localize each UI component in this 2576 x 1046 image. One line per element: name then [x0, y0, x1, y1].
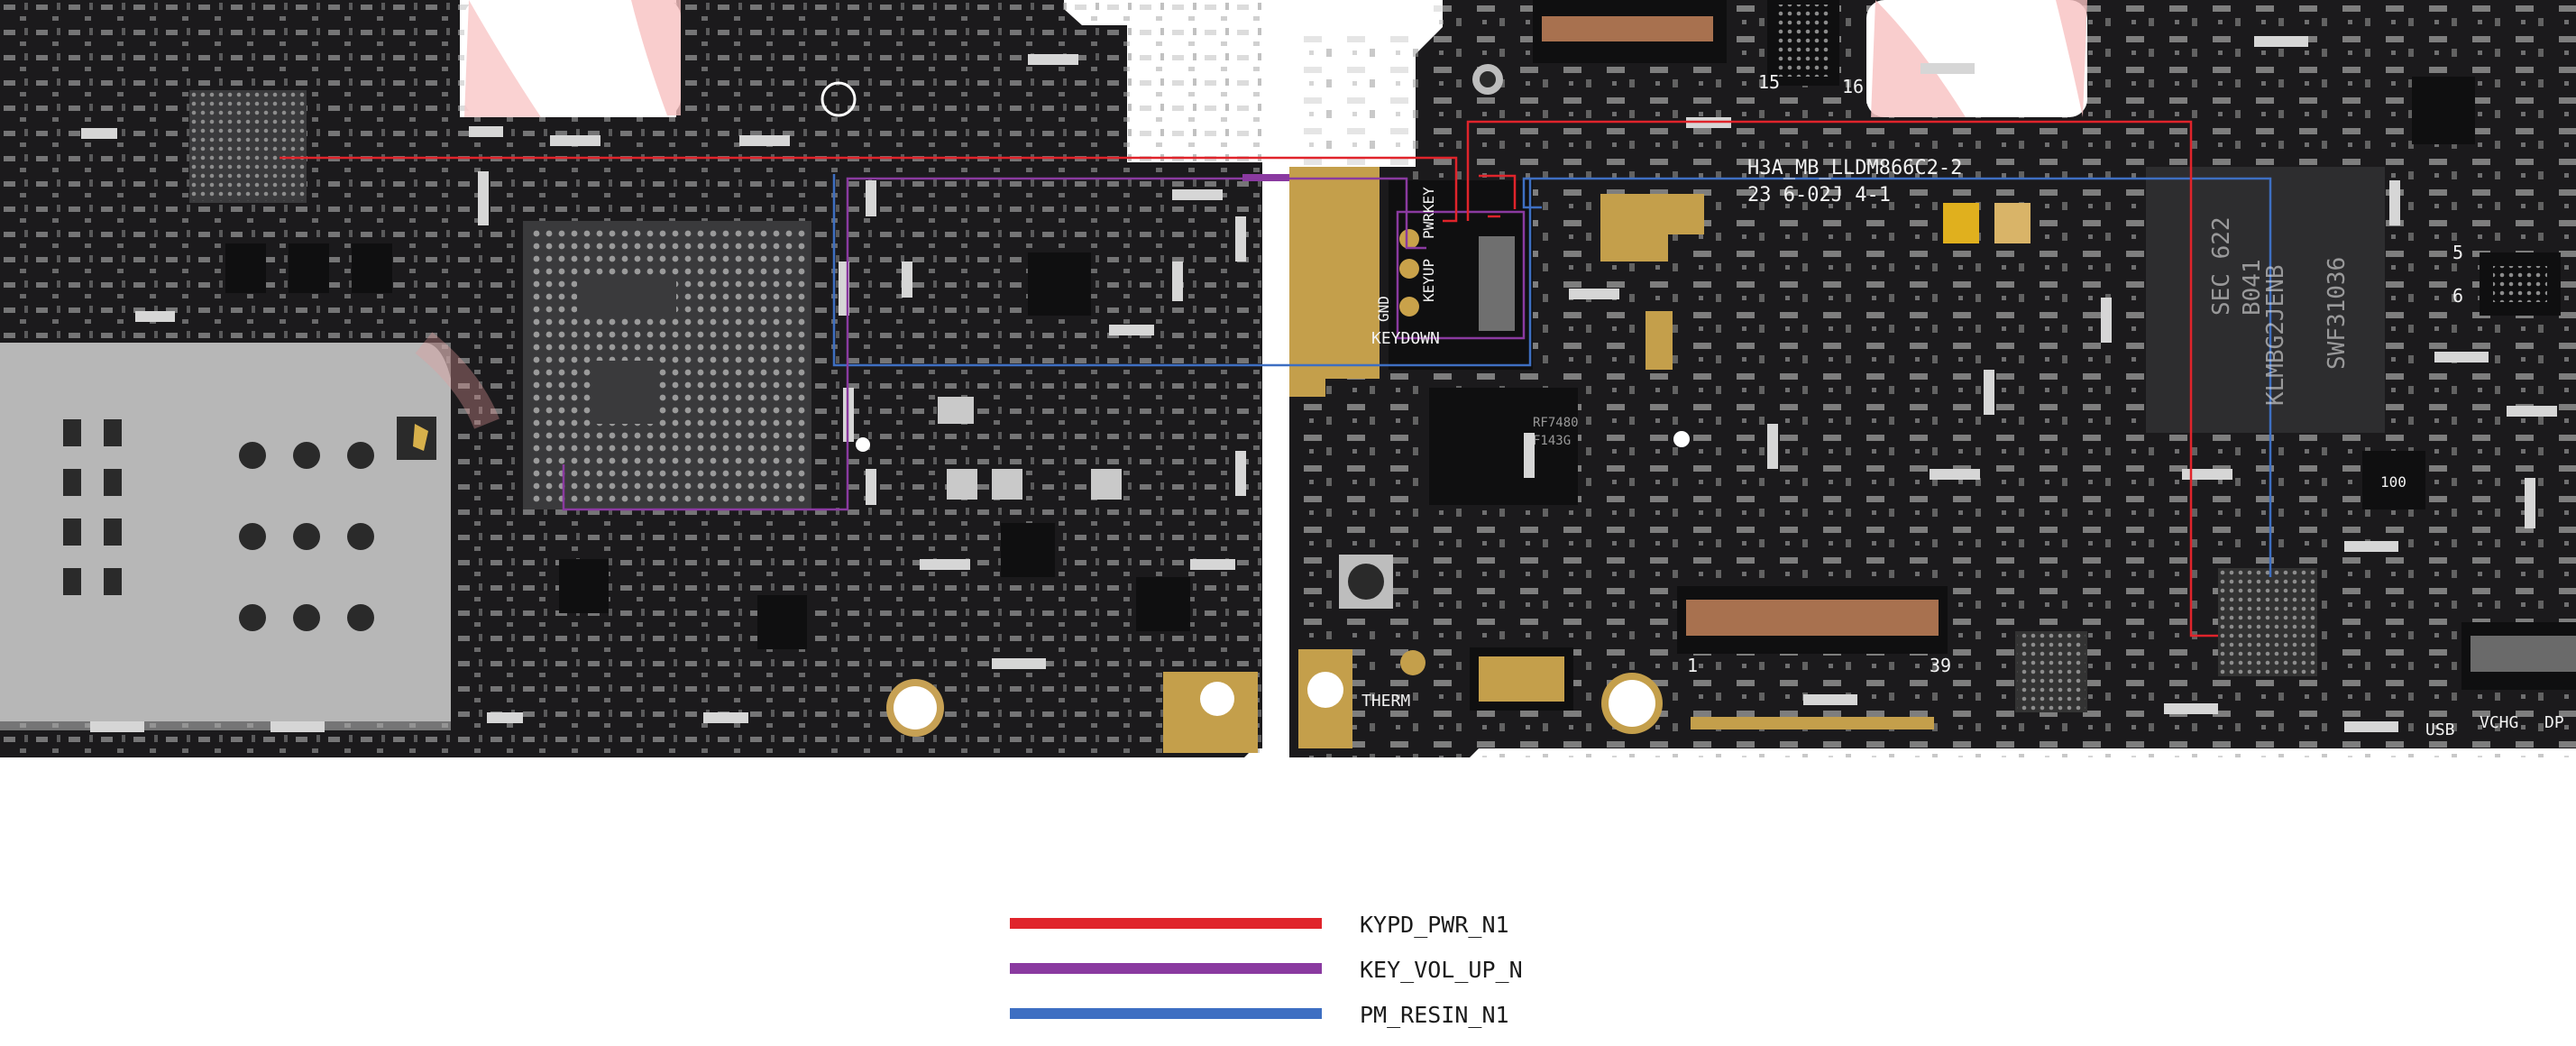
board-date-marking: 23 6-02J 4-1: [1747, 184, 1891, 206]
legend-item: KYPD_PWR_N1: [1010, 912, 1509, 938]
legend-label: KEY_VOL_UP_N: [1360, 957, 1523, 983]
pad-keydown-label: KEYDOWN: [1371, 329, 1440, 348]
therm-label: THERM: [1361, 692, 1410, 711]
board-model-marking: H3A_MB_LLDM866C2-2: [1747, 157, 1962, 179]
emmc-marking-2: SEC 622: [2208, 216, 2235, 316]
sim-tray: [0, 343, 451, 730]
pin-16-label: 16: [1842, 76, 1864, 97]
dp-label: DP: [2544, 713, 2564, 732]
vchg-label: VCHG: [2480, 713, 2518, 732]
rf-chip-marking-2: F143G: [1533, 434, 1571, 448]
emmc-marking-1: KLMBG2JENB: [2262, 264, 2289, 406]
rf-chip-marking-1: RF7480: [1533, 416, 1579, 430]
legend-item: PM_RESIN_N1: [1010, 1002, 1509, 1028]
pin-1-label: 1: [1687, 655, 1698, 676]
emmc-marking-4: SWF31036: [2324, 257, 2351, 370]
pcb-right: [1289, 0, 2576, 757]
emmc-marking-3: B041: [2239, 259, 2266, 316]
legend-swatch: [1010, 918, 1322, 929]
pad-keyup-label: KEYUP: [1420, 259, 1437, 302]
legend: KYPD_PWR_N1 KEY_VOL_UP_N PM_RESIN_N1: [1010, 912, 1523, 1028]
trace-kypd-pwr: [280, 120, 2218, 638]
board-markings: H3A_MB_LLDM866C2-2 23 6-02J 4-1 15 16 1 …: [1361, 71, 2564, 739]
pcb-left: [0, 0, 1262, 757]
inductor-marking: 100: [2380, 473, 2406, 491]
trace-pm-resin: [832, 174, 2272, 577]
legend-label: PM_RESIN_N1: [1360, 1002, 1509, 1028]
pin-6-label: 6: [2452, 285, 2463, 307]
pad-gnd-label: GND: [1375, 296, 1392, 322]
legend-label: KYPD_PWR_N1: [1360, 912, 1509, 938]
usb-label: USB: [2425, 720, 2455, 739]
pad-pwrkey-label: PWRKEY: [1420, 187, 1437, 239]
pin-5-label: 5: [2452, 242, 2463, 263]
pin-39-label: 39: [1930, 655, 1951, 676]
pin-15-label: 15: [1758, 71, 1780, 93]
legend-item: KEY_VOL_UP_N: [1010, 957, 1523, 983]
trace-key-vol-up: [562, 174, 1526, 511]
legend-swatch: [1010, 963, 1322, 974]
legend-swatch: [1010, 1008, 1322, 1019]
